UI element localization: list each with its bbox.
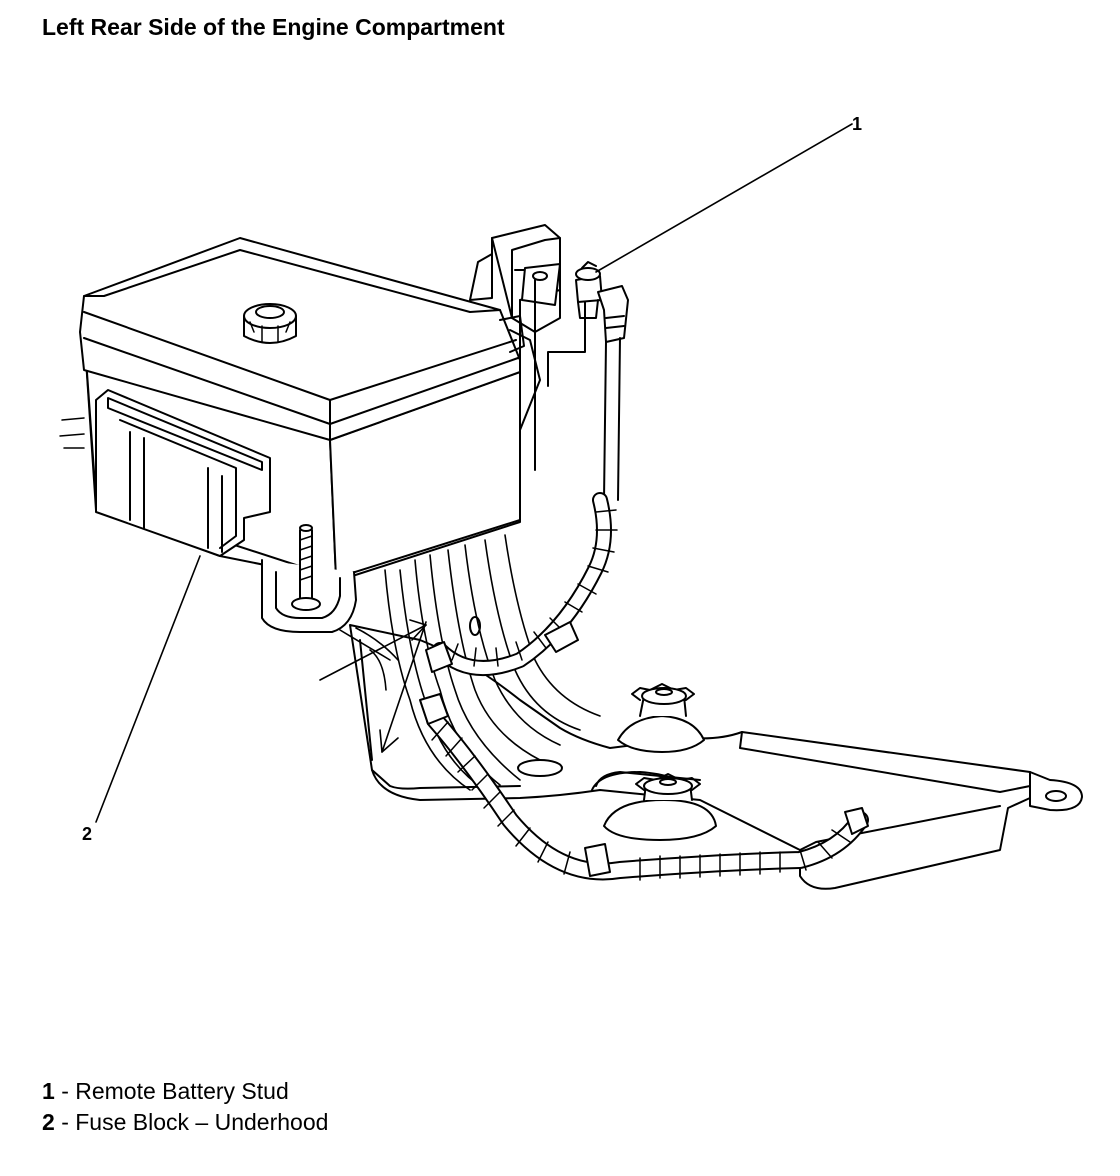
callout-number-2: 2 [82, 824, 92, 844]
legend-number: 1 [42, 1078, 55, 1104]
routing-arrows [319, 619, 427, 753]
leader-line-2 [95, 555, 201, 823]
rear-bracket [469, 224, 586, 471]
fuse-block-underhood [59, 237, 525, 633]
legend-separator: - [61, 1078, 76, 1104]
legend: 1 - Remote Battery Stud 2 - Fuse Block –… [42, 1076, 328, 1138]
legend-item-2: 2 - Fuse Block – Underhood [42, 1107, 328, 1138]
ground-stud-lower [603, 773, 717, 841]
page-title: Left Rear Side of the Engine Compartment [42, 14, 505, 40]
remote-battery-stud [575, 261, 629, 501]
callout-leaders [95, 123, 853, 823]
legend-label: Fuse Block – Underhood [75, 1109, 329, 1135]
leader-line-1 [595, 123, 853, 273]
legend-number: 2 [42, 1109, 55, 1135]
legend-label: Remote Battery Stud [75, 1078, 289, 1104]
ground-stud-upper [617, 683, 705, 753]
legend-separator: - [61, 1109, 76, 1135]
battery-cable-loom [419, 492, 869, 881]
callout-number-1: 1 [852, 114, 862, 134]
legend-item-1: 1 - Remote Battery Stud [42, 1076, 328, 1107]
